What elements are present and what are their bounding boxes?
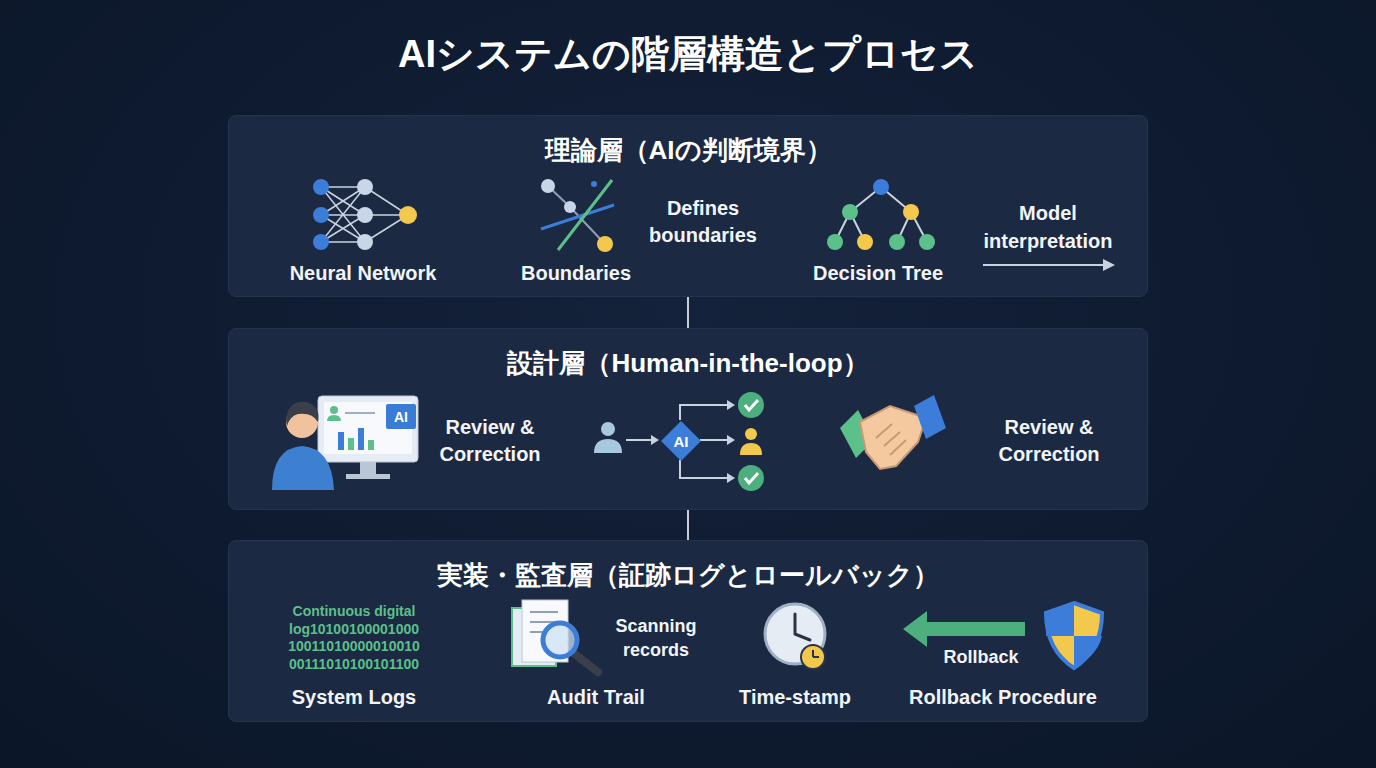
icon-caption: Defines boundaries (633, 195, 773, 249)
icon-caption: Rollback Procedure (873, 683, 1133, 711)
icon-caption: Review & Correction (420, 414, 560, 468)
icon-caption: Boundaries (496, 259, 656, 287)
icon-caption: Model interpretation (968, 199, 1128, 255)
node-text: AI (661, 421, 701, 461)
icon-caption: System Logs (254, 683, 454, 711)
icon-caption: Rollback (921, 646, 1041, 668)
layer-connector (687, 297, 689, 328)
layer-connector (687, 510, 689, 540)
node-text: AI (386, 404, 416, 429)
icon-caption: Decision Tree (788, 259, 968, 287)
log-stream: Continuous digital log10100100001000 100… (267, 603, 442, 673)
diagram-title: AIシステムの階層構造とプロセス (0, 30, 1376, 78)
icon-caption: Review & Correction (979, 414, 1119, 468)
icon-caption: Neural Network (263, 259, 463, 287)
diamond-shape (661, 421, 701, 461)
decision-diamond: AI (661, 421, 701, 461)
icon-caption: Audit Trail (506, 683, 686, 711)
icon-caption: Scanning records (599, 614, 714, 662)
layer-heading: 理論層（AIの判断境界） (229, 132, 1147, 168)
layer-heading: 実装・監査層（証跡ログとロールバック） (229, 557, 1147, 593)
ai-screen-box: AI (386, 404, 416, 429)
layer-heading: 設計層（Human-in-the-loop） (229, 345, 1147, 381)
icon-caption: Time-stamp (715, 683, 875, 711)
